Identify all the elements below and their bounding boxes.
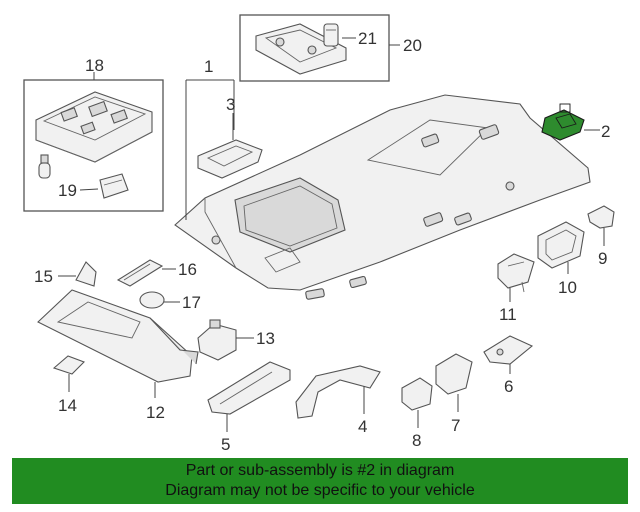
callout-8: 8: [412, 431, 421, 450]
banner-line-1: Part or sub-assembly is #2 in diagram: [185, 462, 455, 479]
console-box-group: 18 19: [23, 56, 164, 212]
callout-11: 11: [499, 305, 517, 324]
highlighted-part-2: [541, 103, 585, 141]
callout-9: 9: [598, 249, 607, 268]
callout-2: 2: [601, 122, 610, 141]
headliner-part: [174, 94, 591, 300]
callout-20: 20: [403, 36, 422, 55]
lamp-socket-part: [99, 173, 129, 199]
footer-banner: Part or sub-assembly is #2 in diagram Di…: [12, 458, 628, 504]
overhead-console-part: [35, 91, 153, 163]
bracket-part-13: [197, 319, 237, 361]
callout-13: 13: [256, 329, 275, 348]
callout-15: 15: [34, 267, 53, 286]
callout-10: 10: [558, 278, 577, 297]
top-box-group: 21 20: [239, 14, 422, 82]
callout-18: 18: [85, 56, 104, 75]
callout-4: 4: [358, 417, 367, 436]
clip-part-15: [75, 261, 97, 287]
grab-handle-part-5: [207, 361, 291, 415]
cover-part-8: [401, 377, 433, 411]
callout-14: 14: [58, 396, 77, 415]
callout-3: 3: [226, 95, 235, 114]
callout-21: 21: [358, 29, 377, 48]
parts-diagram: 18 19: [23, 14, 615, 454]
cover-part-14: [52, 355, 85, 375]
clip-part-9: [587, 205, 615, 229]
callout-12: 12: [146, 403, 165, 422]
sun-visor-part-12: [37, 289, 199, 383]
bracket-part-3: [197, 139, 263, 179]
banner-line-2: Diagram may not be specific to your vehi…: [165, 482, 475, 499]
cover-part-7: [435, 353, 473, 395]
callout-5: 5: [221, 435, 230, 454]
callout-7: 7: [451, 416, 460, 435]
callout-19: 19: [58, 181, 77, 200]
bulb-part-17: [139, 291, 165, 309]
bulb-part: [38, 154, 51, 179]
clip-part-6: [483, 335, 534, 365]
callout-1: 1: [204, 57, 213, 76]
callout-1-group: 1: [185, 57, 235, 220]
lens-part: [323, 23, 339, 47]
lens-part-16: [116, 259, 164, 287]
callout-16: 16: [178, 260, 197, 279]
bezel-part-10: [537, 221, 585, 269]
callout-17: 17: [182, 293, 201, 312]
callout-6: 6: [504, 377, 513, 396]
grab-handle-part-4: [295, 365, 381, 419]
bracket-part-11: [497, 253, 535, 293]
